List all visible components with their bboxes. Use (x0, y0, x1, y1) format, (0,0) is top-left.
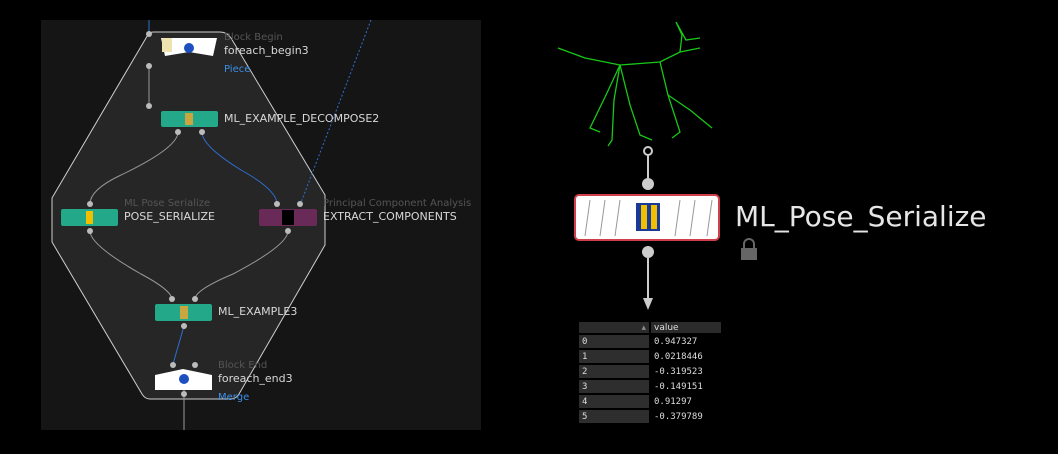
node-name: ML_EXAMPLE3 (218, 305, 298, 318)
wire (89, 131, 179, 205)
node-title: ML_Pose_Serialize (735, 200, 987, 233)
wire (172, 325, 185, 365)
node-name: foreach_begin3 (224, 44, 309, 57)
arrow-down-icon (643, 298, 653, 310)
row-index: 5 (579, 410, 649, 423)
node-stripes (584, 199, 713, 237)
table-row: 3 -0.149151 (579, 380, 721, 393)
row-value: 0.0218446 (654, 351, 703, 362)
table-row: 0 0.947327 (579, 335, 721, 348)
network-graph (51, 20, 372, 430)
node-type-label: Block End (218, 360, 268, 371)
wire (194, 230, 289, 300)
node-ml-example3[interactable] (155, 304, 212, 321)
node-name: POSE_SERIALIZE (124, 210, 215, 223)
foreach-block-outline (51, 31, 326, 400)
skeleton-preview (557, 21, 713, 147)
output-label: Merge (218, 392, 250, 403)
selected-node (574, 194, 720, 241)
node-name: ML_EXAMPLE_DECOMPOSE2 (224, 112, 380, 125)
row-value: -0.319523 (654, 366, 703, 377)
row-value: -0.379789 (654, 411, 703, 422)
lock-icon (741, 238, 757, 260)
table-row: 1 0.0218446 (579, 350, 721, 363)
node-type-label: Principal Component Analysis (323, 198, 472, 209)
connector-dots (87, 31, 303, 397)
row-index: 2 (579, 365, 649, 378)
row-value: 0.947327 (654, 336, 698, 347)
wire (89, 230, 173, 300)
row-index: 0 (579, 335, 649, 348)
output-label: Piece (224, 64, 251, 75)
table-row: 2 -0.319523 (579, 365, 721, 378)
node-pose-serialize[interactable] (61, 209, 118, 226)
node-extract-components[interactable] (259, 209, 317, 226)
node-name: EXTRACT_COMPONENTS (323, 210, 457, 223)
node-type-label: Block Begin (224, 32, 283, 43)
node-type-label: ML Pose Serialize (124, 198, 211, 209)
wire (201, 131, 278, 205)
pose-serialize-icon (636, 203, 660, 231)
row-index: 3 (579, 380, 649, 393)
index-column-header[interactable]: ▴ (579, 322, 649, 333)
input-connector (643, 146, 653, 156)
output-connector (642, 246, 654, 258)
network-editor[interactable]: Block Begin foreach_begin3 Piece ML_EXAM… (41, 20, 481, 430)
node-name: foreach_end3 (218, 372, 293, 385)
row-value: 0.91297 (654, 396, 692, 407)
node-foreach-end3[interactable] (155, 369, 212, 390)
row-value: -0.149151 (654, 381, 703, 392)
node-ml-example-decompose2[interactable] (161, 111, 218, 127)
value-column-header[interactable]: value (651, 322, 721, 333)
row-index: 1 (579, 350, 649, 363)
table-row: 5 -0.379789 (579, 410, 721, 423)
table-row: 4 0.91297 (579, 395, 721, 408)
row-index: 4 (579, 395, 649, 408)
node-foreach-begin3[interactable] (161, 38, 217, 56)
dotted-reference-wire (299, 20, 372, 206)
